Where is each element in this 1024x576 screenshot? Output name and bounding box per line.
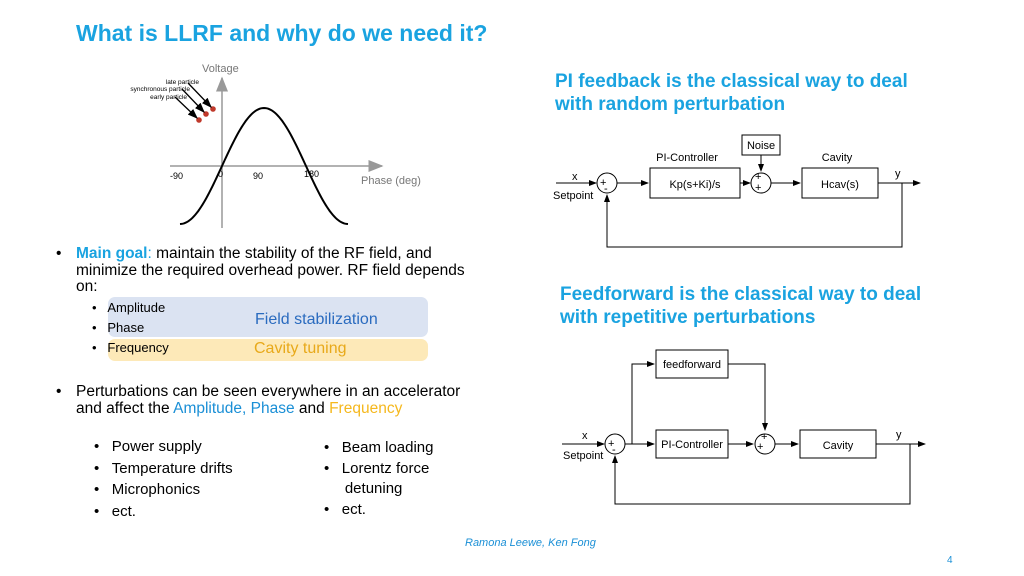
svg-text:-: -	[612, 444, 616, 456]
cavity-tuning-box	[108, 339, 428, 361]
field-stabilization-box	[108, 297, 428, 337]
list-item: • Lorentz force	[324, 459, 430, 477]
svg-text:+: +	[761, 431, 767, 443]
feedforward-heading: Feedforward is the classical way to deal…	[560, 284, 922, 328]
svg-text:Hcav(s): Hcav(s)	[821, 179, 859, 191]
frequency-text: Frequency	[329, 399, 403, 417]
svg-text:x: x	[582, 430, 588, 442]
svg-text:Cavity: Cavity	[822, 152, 853, 164]
pi-feedback-heading: PI feedback is the classical way to deal…	[555, 71, 908, 115]
svg-text:Setpoint: Setpoint	[553, 190, 593, 202]
perturbations-bullet: • Perturbations can be seen everywhere i…	[56, 383, 461, 417]
amplitude-phase-text: Amplitude, Phase	[173, 399, 295, 417]
tick-label: 0	[218, 169, 223, 179]
slide-title: What is LLRF and why do we need it?	[76, 20, 488, 46]
svg-text:PI-Controller: PI-Controller	[656, 152, 718, 164]
svg-text:Kp(s+Ki)/s: Kp(s+Ki)/s	[669, 179, 721, 191]
tick-label: 90	[253, 171, 263, 181]
svg-text:feedforward: feedforward	[663, 359, 721, 371]
bullet-dot: •	[56, 245, 62, 262]
svg-text:x: x	[572, 171, 578, 183]
voltage-label: Voltage	[202, 63, 239, 75]
cavity-tuning-label: Cavity tuning	[254, 340, 347, 357]
main-goal-bullet: • Main goal: maintain the stability of t…	[56, 245, 465, 295]
list-item: • Phase	[92, 320, 145, 335]
late-particle-label: late particle	[166, 79, 200, 86]
list-item: • Temperature drifts	[94, 459, 233, 477]
svg-text:y: y	[896, 429, 902, 441]
tick-label: 180	[304, 169, 319, 179]
feedforward-block	[655, 349, 729, 379]
synchronous-particle-label: synchronous particle	[130, 86, 190, 93]
svg-text:Setpoint: Setpoint	[563, 450, 603, 462]
early-particle-label: early particle	[150, 94, 187, 101]
cavity-block	[799, 429, 877, 459]
perturbation-sources-right: • Beam loading • Lorentz force detuning …	[324, 438, 434, 520]
list-item: • Frequency	[92, 340, 169, 355]
list-item: • ect.	[94, 502, 136, 520]
page-number: 4	[947, 555, 953, 566]
list-item: • Beam loading	[324, 439, 434, 456]
list-item: • Power supply	[94, 438, 202, 455]
pi-controller-block	[649, 167, 741, 199]
pi-feedback-diagram: x Setpoint + - Kp(s+Ki)/s PI-Controller …	[553, 134, 921, 248]
voltage-sine-curve	[179, 106, 349, 225]
bullet-dot: •	[56, 383, 62, 400]
svg-text:-: -	[604, 183, 608, 195]
tick-label: -90	[170, 171, 183, 181]
svg-text:y: y	[895, 168, 901, 180]
svg-text:Cavity: Cavity	[823, 440, 854, 452]
perturbation-sources-left: • Power supply • Temperature drifts • Mi…	[94, 436, 233, 522]
svg-text:+: +	[757, 441, 763, 453]
list-item: • Microphonics	[94, 481, 201, 498]
footer-authors: Ramona Leewe, Ken Fong	[465, 537, 596, 549]
svg-text:+: +	[755, 182, 761, 194]
svg-text:+: +	[755, 171, 761, 183]
feedforward-diagram: feedforward x Setpoint + - PI-Controller…	[562, 349, 926, 505]
svg-text:Noise: Noise	[747, 140, 775, 152]
svg-text:+: +	[600, 177, 606, 189]
list-item: detuning	[344, 480, 403, 497]
list-item: • ect.	[324, 500, 366, 518]
late-particle-dot	[196, 117, 202, 123]
svg-text:+: +	[608, 438, 614, 450]
svg-text:PI-Controller: PI-Controller	[661, 439, 723, 451]
voltage-phase-plot: Voltage Phase (deg) -90 0 90 180 late pa…	[130, 63, 421, 228]
phase-label: Phase (deg)	[361, 175, 421, 187]
synchronous-particle-dot	[203, 111, 209, 117]
early-particle-dot	[210, 106, 216, 112]
list-item: • Amplitude	[92, 300, 166, 315]
main-goal-text: maintain the stability of the RF field, …	[76, 245, 465, 295]
field-stabilization-label: Field stabilization	[255, 311, 378, 328]
rf-dependency-list: • Amplitude • Phase • Frequency	[92, 298, 169, 358]
cavity-block	[801, 167, 879, 199]
main-goal-label: Main goal	[76, 245, 148, 262]
